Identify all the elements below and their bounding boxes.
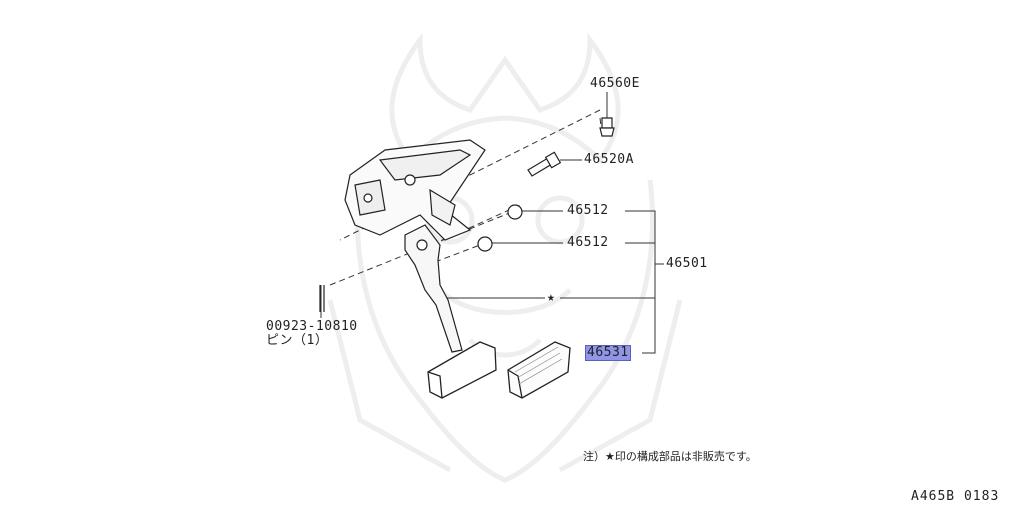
pivot-bolt-part xyxy=(527,151,562,177)
pedal-bracket xyxy=(344,139,486,241)
label-46512-upper: 46512 xyxy=(567,203,609,218)
label-46531-highlighted[interactable]: 46531 xyxy=(585,345,631,361)
pedal-foot xyxy=(427,341,497,399)
label-pin-name: ピン（1） xyxy=(266,333,329,348)
diagram-code: A465B 0183 xyxy=(911,489,1000,504)
rubber-pad-part xyxy=(507,341,571,399)
pin-part xyxy=(319,285,325,312)
star-marker: ★ xyxy=(547,290,556,305)
bushing-parts xyxy=(477,204,523,252)
pedal-arm xyxy=(404,224,463,353)
footnote: 注）★印の構成部品は非販売です。 xyxy=(583,450,757,463)
label-46520a: 46520A xyxy=(584,152,634,167)
solid-leader-lines xyxy=(320,92,664,354)
label-46560e: 46560E xyxy=(590,76,640,91)
label-46512-lower: 46512 xyxy=(567,235,609,250)
watermark-image xyxy=(327,32,683,483)
switch-part xyxy=(599,117,615,137)
label-00923-10810: 00923-10810 xyxy=(266,319,358,334)
label-46501: 46501 xyxy=(666,256,708,271)
